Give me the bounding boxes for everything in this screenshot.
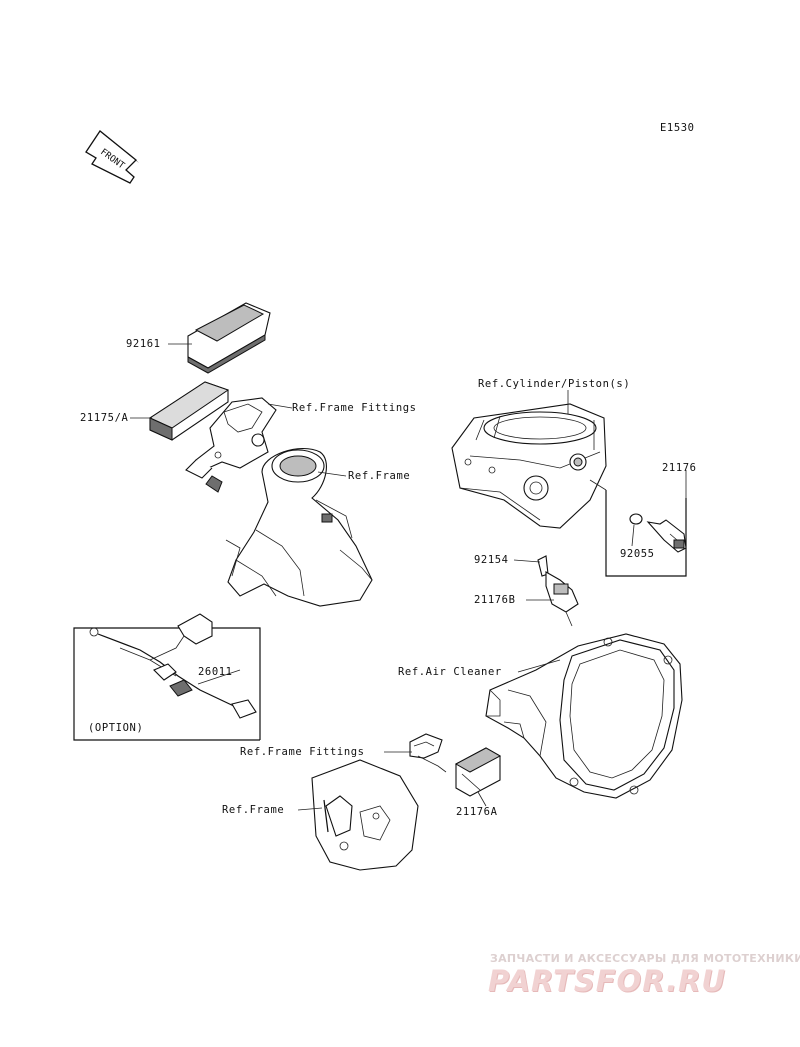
- option-box: [73, 613, 261, 741]
- relay-21176a: [409, 733, 502, 797]
- cover-92161: [187, 302, 271, 374]
- cylinder: [451, 403, 607, 529]
- sensor-21176b: [537, 555, 579, 627]
- label-ref-frame-fittings-bottom: Ref.Frame Fittings: [240, 746, 365, 758]
- frame-bottom: [311, 759, 419, 871]
- watermark-brand: PARTSFOR.RU: [488, 964, 726, 998]
- frame-top: [225, 447, 373, 607]
- label-ref-frame-top: Ref.Frame: [348, 470, 411, 482]
- label-21175a: 21175/A: [80, 412, 129, 424]
- watermark-subtitle: ЗАПЧАСТИ И АКСЕССУАРЫ ДЛЯ МОТОТЕХНИКИ: [490, 952, 800, 965]
- diagram-code: E1530: [660, 122, 695, 134]
- leader-lines: [130, 343, 687, 811]
- front-arrow-icon: FRONT: [85, 130, 139, 184]
- label-21176b: 21176B: [474, 594, 516, 606]
- sensor-21176-box: [589, 479, 687, 577]
- label-21176: 21176: [662, 462, 697, 474]
- label-ref-cylinder: Ref.Cylinder/Piston(s): [478, 378, 631, 390]
- label-92055: 92055: [620, 548, 655, 560]
- ecu-21175a: [148, 381, 230, 441]
- label-ref-frame-fittings-top: Ref.Frame Fittings: [292, 402, 417, 414]
- ecu-bracket: [185, 397, 277, 493]
- label-26011: 26011: [198, 666, 233, 678]
- label-21176a: 21176A: [456, 806, 498, 818]
- label-option: (OPTION): [88, 722, 144, 734]
- label-ref-air-cleaner: Ref.Air Cleaner: [398, 666, 502, 678]
- label-92161: 92161: [126, 338, 161, 350]
- air-cleaner: [485, 633, 683, 799]
- label-92154: 92154: [474, 554, 509, 566]
- label-ref-frame-bottom: Ref.Frame: [222, 804, 285, 816]
